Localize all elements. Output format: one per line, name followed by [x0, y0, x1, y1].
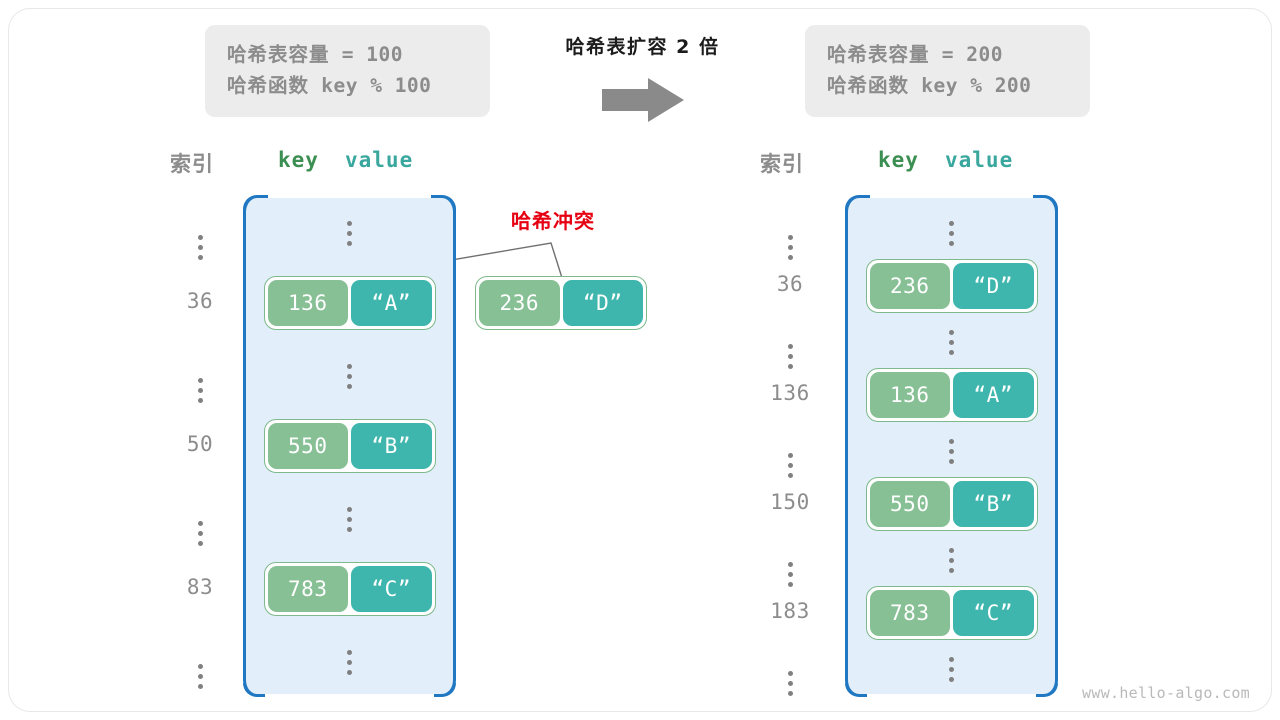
right-bucket-container: 236“D” 136“A” 550“B” 783“C”: [845, 195, 1058, 697]
key-value-pair: 550“B”: [263, 418, 436, 473]
pair-key: 783: [869, 589, 950, 636]
hashfunc-label: 哈希函数: [827, 74, 910, 97]
bucket-ellipsis: [340, 650, 360, 675]
index-ellipsis: [160, 221, 240, 260]
index-ellipsis: [160, 650, 240, 689]
pair-key: 550: [869, 480, 950, 527]
index-cell: 150: [770, 489, 810, 514]
pair-key: 783: [267, 565, 348, 612]
capacity-line-after: 哈希表容量 = 200: [827, 39, 1068, 70]
left-index-header: 索引: [170, 152, 214, 176]
index-cell: 36: [186, 288, 214, 313]
index-ellipsis: [750, 221, 830, 260]
key-value-pair: 550“B”: [865, 476, 1038, 531]
left-key-header: key: [278, 148, 319, 172]
hashfunc-label: 哈希函数: [227, 74, 310, 97]
pair-value: “B”: [953, 480, 1034, 527]
pair-value: “A”: [953, 371, 1034, 418]
bucket-ellipsis: [942, 221, 962, 246]
key-value-pair: 136“A”: [263, 275, 436, 330]
bucket-ellipsis: [340, 507, 360, 532]
bucket-ellipsis: [942, 439, 962, 464]
index-cell: 136: [770, 380, 810, 405]
watermark: www.hello-algo.com: [1082, 684, 1250, 702]
key-value-pair: 783“C”: [865, 585, 1038, 640]
hashfunc-line-before: 哈希函数 key % 100: [227, 70, 468, 101]
capacity-label: 哈希表容量: [227, 43, 330, 66]
hash-config-box-before: 哈希表容量 = 100 哈希函数 key % 100: [205, 25, 490, 117]
hashfunc-value: key % 200: [909, 74, 1032, 97]
bucket-ellipsis: [942, 657, 962, 682]
bucket-ellipsis: [340, 364, 360, 389]
pair-value: “A”: [351, 279, 432, 326]
right-index-header: 索引: [760, 152, 804, 176]
index-ellipsis: [750, 548, 830, 587]
index-cell: 50: [186, 431, 214, 456]
right-key-header: key: [878, 148, 919, 172]
hashfunc-line-after: 哈希函数 key % 200: [827, 70, 1068, 101]
pair-value: “C”: [351, 565, 432, 612]
resize-title: 哈希表扩容 2 倍: [565, 36, 720, 58]
bucket-ellipsis: [942, 548, 962, 573]
key-value-pair: 136“A”: [865, 367, 1038, 422]
pair-value: “D”: [562, 280, 643, 326]
right-arrow-icon: [600, 76, 686, 124]
pair-key: 236: [479, 280, 560, 326]
pair-key: 236: [869, 262, 950, 309]
pair-value: “D”: [953, 262, 1034, 309]
index-ellipsis: [160, 364, 240, 403]
left-bucket-container: 136“A” 550“B” 783“C”: [243, 195, 456, 697]
key-value-pair: 783“C”: [263, 561, 436, 616]
pair-value: “B”: [351, 422, 432, 469]
index-ellipsis: [750, 439, 830, 478]
index-ellipsis: [750, 330, 830, 369]
hash-config-box-after: 哈希表容量 = 200 哈希函数 key % 200: [805, 25, 1090, 117]
bucket-ellipsis: [942, 330, 962, 355]
pair-key: 136: [267, 279, 348, 326]
capacity-value: = 200: [929, 43, 1003, 66]
bucket-ellipsis: [340, 221, 360, 246]
left-value-header: value: [345, 148, 414, 172]
index-ellipsis: [750, 657, 830, 696]
pair-key: 136: [869, 371, 950, 418]
outer-frame: [8, 8, 1272, 712]
pair-key: 550: [267, 422, 348, 469]
index-cell: 36: [776, 271, 804, 296]
index-cell: 83: [186, 574, 214, 599]
capacity-value: = 100: [329, 43, 403, 66]
key-value-pair: 236“D”: [865, 258, 1038, 313]
capacity-label: 哈希表容量: [827, 43, 930, 66]
collision-label: 哈希冲突: [511, 209, 595, 233]
hashfunc-value: key % 100: [309, 74, 432, 97]
index-ellipsis: [160, 507, 240, 546]
right-value-header: value: [945, 148, 1014, 172]
index-cell: 183: [770, 598, 810, 623]
overflow-pair: 236 “D”: [475, 276, 647, 330]
capacity-line-before: 哈希表容量 = 100: [227, 39, 468, 70]
pair-value: “C”: [953, 589, 1034, 636]
